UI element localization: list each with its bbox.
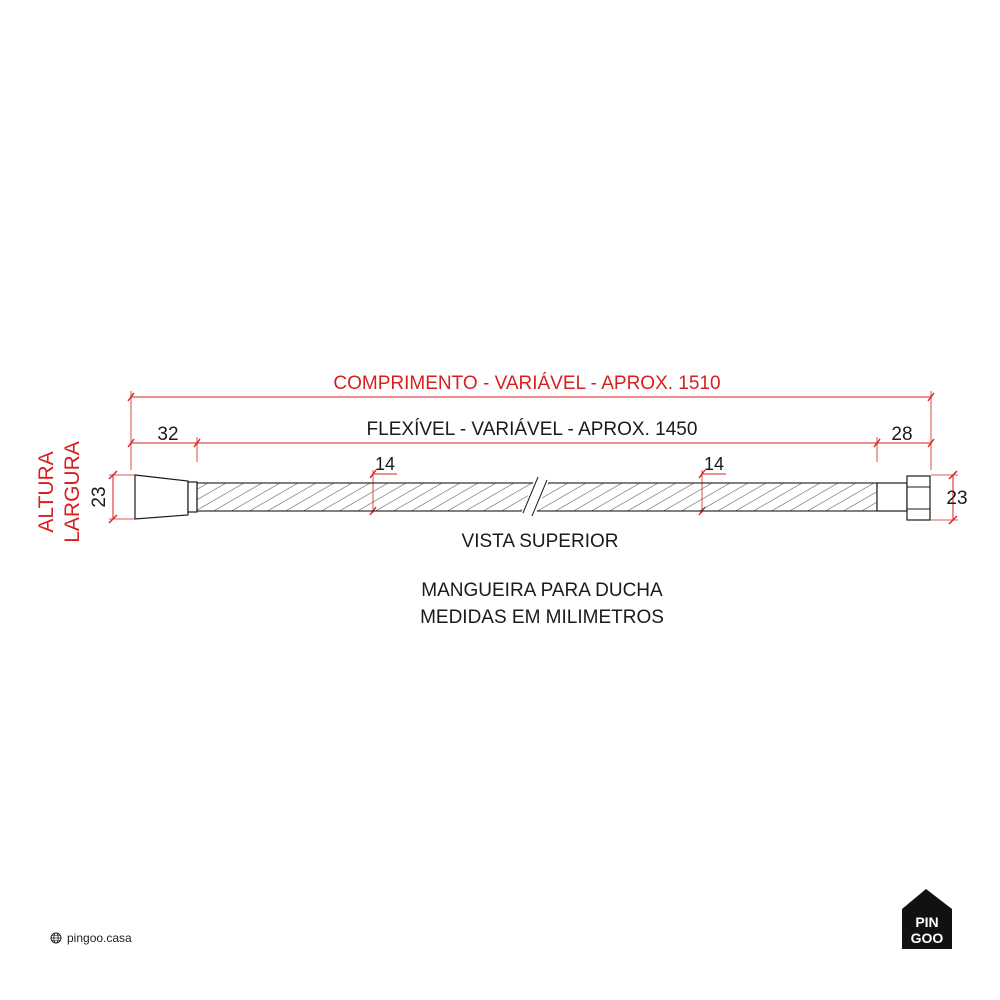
inner-right-length-label: 14 bbox=[704, 454, 724, 474]
footer-website: pingoo.casa bbox=[50, 931, 132, 945]
left-height-dimension: 23 ALTURA LARGURA bbox=[35, 441, 135, 543]
view-caption: VISTA SUPERIOR bbox=[462, 531, 619, 552]
total-length-dimension: COMPRIMENTO - VARIÁVEL - APROX. 1510 bbox=[127, 373, 935, 470]
flexible-tick-d bbox=[927, 438, 935, 448]
right-height-tick-bottom bbox=[948, 515, 958, 525]
title-line-1: MANGUEIRA PARA DUCHA bbox=[421, 580, 663, 601]
right-height-dimension: 23 bbox=[931, 470, 968, 525]
globe-icon bbox=[50, 932, 62, 944]
left-height-tick-top bbox=[108, 470, 118, 480]
total-length-tick-left bbox=[127, 392, 135, 402]
left-height-label: 23 bbox=[89, 486, 110, 507]
website-text[interactable]: pingoo.casa bbox=[67, 931, 132, 945]
logo-house-shape bbox=[902, 889, 952, 949]
total-length-label: COMPRIMENTO - VARIÁVEL - APROX. 1510 bbox=[333, 373, 720, 394]
right-height-label: 23 bbox=[946, 488, 967, 509]
pingoo-logo: PIN GOO bbox=[902, 889, 952, 949]
left-collar bbox=[187, 481, 198, 513]
flexible-tick-b bbox=[193, 438, 201, 448]
flexible-tick-c bbox=[873, 438, 881, 448]
break-line-right bbox=[531, 479, 548, 517]
flexible-tick-a bbox=[127, 438, 135, 448]
hose-drawing bbox=[134, 474, 931, 521]
flexible-length-label: FLEXÍVEL - VARIÁVEL - APROX. 1450 bbox=[367, 419, 698, 440]
inner-left-tick-top bbox=[369, 469, 377, 479]
side-label-altura: ALTURA bbox=[35, 451, 58, 532]
inner-left-length-label: 14 bbox=[375, 454, 395, 474]
right-end-length-label: 28 bbox=[891, 424, 912, 445]
left-height-tick-bottom bbox=[108, 514, 118, 524]
flexible-length-dimension: 32 FLEXÍVEL - VARIÁVEL - APROX. 1450 28 bbox=[127, 419, 935, 462]
left-nozzle bbox=[134, 474, 189, 520]
total-length-tick-right bbox=[927, 392, 935, 402]
inner-right-tick-top bbox=[698, 469, 706, 479]
break-gap bbox=[520, 476, 549, 520]
left-end-length-label: 32 bbox=[157, 424, 178, 445]
right-collar bbox=[876, 482, 908, 512]
logo-text-line-2: GOO bbox=[911, 930, 944, 946]
break-line-left bbox=[522, 476, 539, 514]
side-label-largura: LARGURA bbox=[61, 441, 84, 543]
right-nut bbox=[906, 475, 931, 521]
logo-text-line-1: PIN bbox=[915, 914, 938, 930]
title-line-2: MEDIDAS EM MILIMETROS bbox=[420, 607, 664, 628]
right-height-tick-top bbox=[948, 470, 958, 480]
